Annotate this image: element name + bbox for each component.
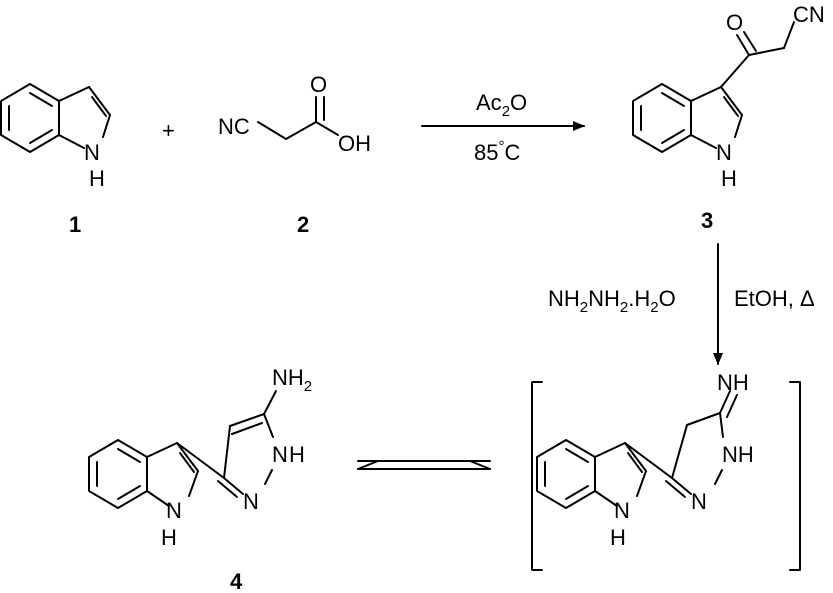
reaction-arrow-2: NH2NH2.H2O EtOH, Δ xyxy=(548,243,815,365)
compound-2-carbonyl-oxygen: O xyxy=(310,72,327,97)
equilibrium-arrows xyxy=(357,460,491,470)
step1-reagent: Ac2O xyxy=(476,90,527,120)
intermediate-pyrazoline-ring xyxy=(624,390,738,498)
compound-1-indole: N H 1 xyxy=(0,83,111,237)
compound-4-pyrazole-nitrogen: N xyxy=(272,442,288,467)
intermediate-indole-nitrogen: N xyxy=(614,498,630,523)
compound-3-carbonyl-oxygen: O xyxy=(726,10,743,35)
compound-4-indole-nitrogen: N xyxy=(166,498,182,523)
intermediate-pyrrole-ring xyxy=(594,442,647,507)
compound-1-nitrogen: N xyxy=(84,140,100,165)
compound-4-label: 4 xyxy=(230,569,243,593)
compound-2-nitrile-group: NC xyxy=(218,114,250,139)
plus-sign: + xyxy=(162,118,175,143)
compound-1-hydrogen: H xyxy=(89,166,105,191)
compound-2-cyanoacetic-acid: NC O OH 2 xyxy=(218,72,371,237)
compound-4-amino-group: NH2 xyxy=(272,365,312,395)
compound-4-pyrrole-ring xyxy=(146,442,199,507)
compound-1-benzene-ring xyxy=(0,83,60,153)
intermediate-pyrazoline-n: N xyxy=(691,489,707,514)
compound-1-label: 1 xyxy=(69,212,81,237)
compound-3-nitrogen: N xyxy=(716,140,732,165)
compound-3-benzene-ring xyxy=(632,83,692,153)
compound-3-pyrrole-ring xyxy=(690,86,743,149)
compound-1-pyrrole-ring xyxy=(58,86,111,149)
compound-4-pyrazole-n2: N xyxy=(243,489,259,514)
step2-reagent: NH2NH2.H2O xyxy=(548,286,676,316)
compound-3-label: 3 xyxy=(701,208,713,233)
compound-4-pyrazole-ring xyxy=(176,390,277,498)
compound-2-label: 2 xyxy=(297,212,309,237)
step2-conditions: EtOH, Δ xyxy=(734,286,815,311)
step1-temperature: 85°C xyxy=(474,138,520,165)
intermediate-imine-nh: NH xyxy=(717,370,749,395)
right-bracket xyxy=(789,381,801,571)
compound-3-cyanoacetylindole: O CN N H 3 xyxy=(632,2,825,233)
compound-4-aminopyrazolylindole: NH2 N H N N H 4 xyxy=(88,365,312,593)
reaction-arrow-1: Ac2O 85°C xyxy=(421,90,585,165)
compound-2-hydroxyl: OH xyxy=(338,131,371,156)
compound-4-benzene-ring xyxy=(88,439,148,509)
left-bracket xyxy=(531,381,543,571)
intermediate-imine: NH NH N N H xyxy=(531,370,801,571)
compound-3-hydrogen: H xyxy=(721,166,737,191)
compound-3-nitrile-group: CN xyxy=(793,2,825,27)
intermediate-benzene-ring xyxy=(536,439,596,509)
intermediate-pyrazoline-nh: NH xyxy=(722,442,754,467)
intermediate-indole-hydrogen: H xyxy=(610,525,626,550)
compound-4-indole-hydrogen: H xyxy=(161,525,177,550)
compound-4-pyrazole-hydrogen: H xyxy=(289,442,305,467)
